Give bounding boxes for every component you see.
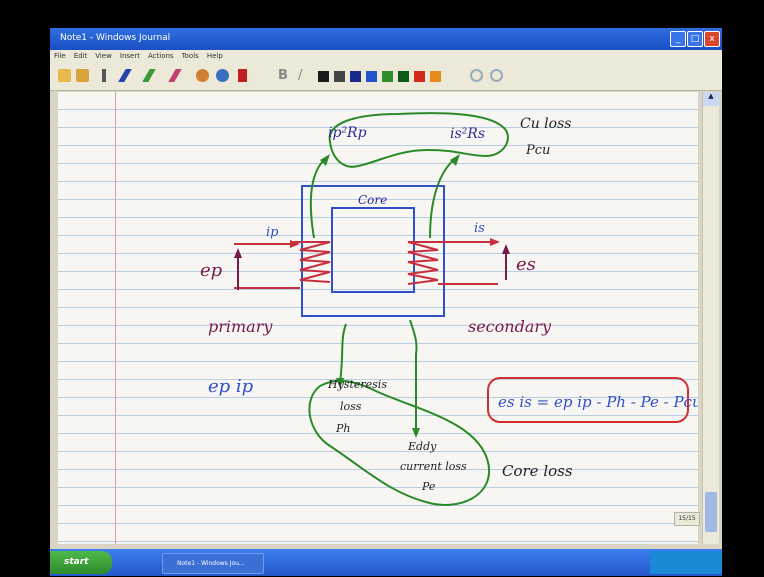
italic-icon[interactable]: / — [298, 68, 303, 83]
menu-file[interactable]: File — [54, 52, 66, 60]
bold-icon[interactable]: B — [278, 68, 288, 83]
ph-text: Ph — [335, 422, 351, 435]
page-indicator: 15/15 — [674, 512, 700, 526]
taskbar-journal-button[interactable]: Note1 - Windows Jou... — [162, 553, 264, 574]
minimize-button[interactable]: _ — [670, 31, 686, 47]
close-button[interactable]: x — [704, 31, 720, 47]
flag-icon[interactable] — [238, 69, 247, 82]
color-darkgreen-swatch[interactable] — [398, 71, 409, 82]
primary-cu-arrowhead — [320, 154, 330, 166]
color-black-swatch[interactable] — [318, 71, 329, 82]
core-label: Core — [358, 193, 387, 207]
color-green-swatch[interactable] — [382, 71, 393, 82]
pen-settings-icon[interactable] — [490, 69, 503, 82]
separator-icon — [102, 69, 106, 82]
ip2rp-text: ip²Rp — [328, 125, 367, 141]
system-tray — [650, 551, 722, 574]
ep-label: ep — [200, 260, 223, 281]
lasso-icon[interactable] — [196, 69, 209, 82]
maximize-button[interactable]: □ — [687, 31, 703, 47]
menu-bar: File Edit View Insert Actions Tools Help — [50, 50, 722, 64]
menu-tools[interactable]: Tools — [181, 52, 199, 60]
journal-window: Note1 - Windows Journal _ □ x File Edit Vi… — [50, 28, 722, 576]
is-arrowhead — [490, 238, 500, 246]
title-bar: Note1 - Windows Journal _ □ x — [50, 28, 722, 50]
new-note-icon[interactable] — [58, 69, 71, 82]
secondary-label: secondary — [468, 317, 552, 336]
eddy-arrow — [409, 319, 418, 432]
core-loss-loop — [308, 379, 491, 506]
color-orange-swatch[interactable] — [430, 71, 441, 82]
color-navy-swatch[interactable] — [350, 71, 361, 82]
secondary-cu-arrowhead — [450, 154, 460, 166]
eddy-text: Eddy — [407, 440, 437, 453]
hysteresis-text: Hysteresis — [327, 378, 387, 391]
menu-help[interactable]: Help — [206, 52, 223, 60]
menu-insert[interactable]: Insert — [119, 52, 140, 60]
primary-winding — [294, 241, 331, 283]
ip-label: ip — [266, 225, 279, 240]
is-label: is — [474, 221, 485, 236]
eddy-arrowhead — [412, 428, 420, 438]
cu-loss-text: Cu loss — [520, 116, 571, 132]
menu-actions[interactable]: Actions — [147, 52, 174, 60]
ep-arrowhead — [234, 248, 242, 258]
core-loss-text: Core loss — [502, 462, 573, 480]
menu-view[interactable]: View — [95, 52, 112, 60]
core-window — [331, 207, 415, 293]
color-gray-swatch[interactable] — [334, 71, 345, 82]
hysteresis-arrow — [339, 323, 347, 383]
insert-space-icon[interactable] — [216, 69, 229, 82]
window-title: Note1 - Windows Journal — [60, 33, 171, 43]
eraser-icon[interactable] — [168, 69, 182, 82]
current-loss-text: current loss — [400, 460, 467, 473]
scroll-thumb[interactable] — [705, 492, 717, 532]
start-button[interactable]: start — [50, 551, 112, 574]
primary-cu-arrow — [309, 157, 327, 239]
toolbar: B / — [50, 64, 722, 91]
primary-label: primary — [208, 317, 273, 336]
highlighter-icon[interactable] — [142, 69, 156, 82]
handwritten-diagram: ip²Rp is²Rs Cu loss Pcu Core ip is ep es… — [200, 112, 702, 506]
secondary-winding — [407, 241, 444, 285]
vertical-scrollbar[interactable]: ▲ — [702, 92, 719, 544]
ep-ip-text: ep ip — [208, 376, 254, 397]
scroll-up-icon[interactable]: ▲ — [703, 92, 719, 106]
es-label: es — [516, 254, 536, 275]
taskbar: start Note1 - Windows Jou... — [50, 549, 722, 576]
zoom-icon[interactable] — [470, 69, 483, 82]
color-blue-swatch[interactable] — [366, 71, 377, 82]
equation-box — [487, 377, 689, 423]
pen-icon[interactable] — [118, 69, 132, 82]
open-folder-icon[interactable] — [76, 69, 89, 82]
p-cu-text: Pcu — [525, 143, 550, 158]
cu-loss-loop — [328, 112, 509, 168]
menu-edit[interactable]: Edit — [73, 52, 88, 60]
pe-text: Pe — [421, 480, 436, 493]
es-arrowhead — [502, 244, 510, 254]
margin-line — [115, 92, 116, 544]
note-page[interactable]: ip²Rp is²Rs Cu loss Pcu Core ip is ep es… — [58, 92, 702, 544]
secondary-cu-arrow — [429, 157, 457, 239]
ip-arrowhead — [290, 240, 300, 248]
power-equation: es is = ep ip - Ph - Pe - Pcu — [498, 393, 698, 411]
color-red-swatch[interactable] — [414, 71, 425, 82]
is2rs-text: is²Rs — [450, 126, 485, 142]
hysteresis-loss-text: loss — [340, 400, 362, 413]
